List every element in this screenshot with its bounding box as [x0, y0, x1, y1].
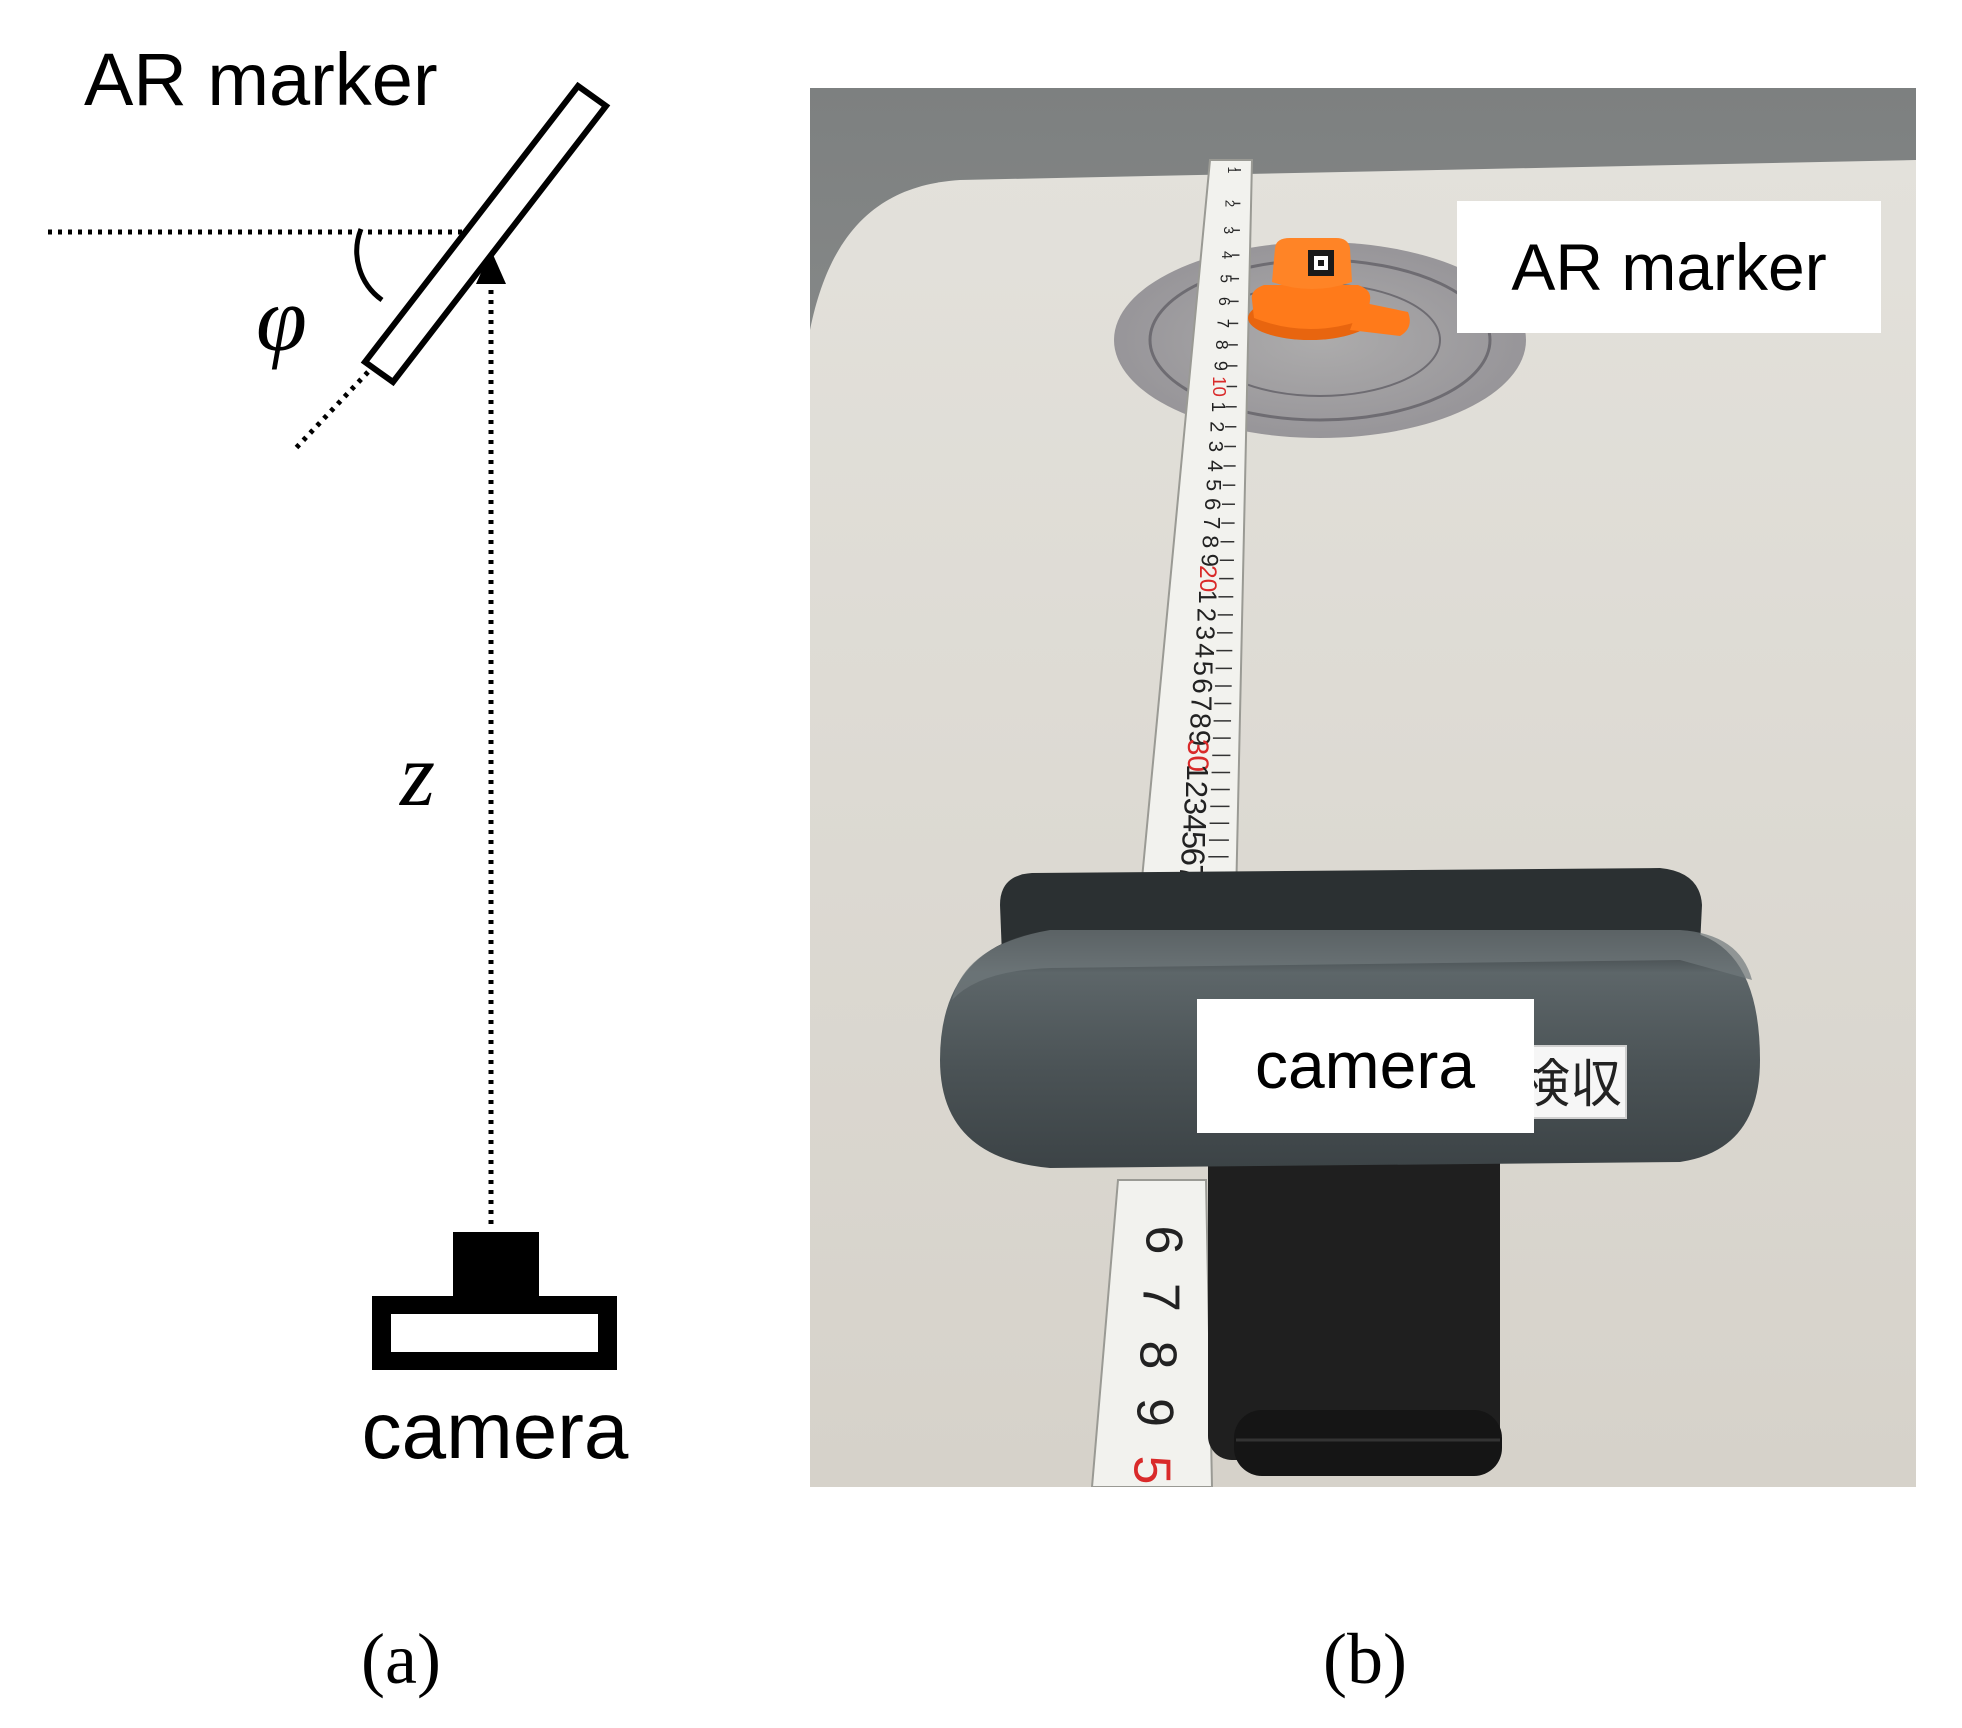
tape-digit: 2 [1223, 200, 1238, 207]
tape-digit: 6 [1187, 678, 1218, 693]
tape-digit: 2 [1192, 608, 1220, 622]
tape-digit: 6 [1200, 498, 1225, 510]
tape-lower [1090, 1179, 1214, 1487]
tape-digit: 1 [1207, 401, 1228, 412]
tape-digit: 5 [1201, 479, 1226, 491]
tape-digit: 6 [1215, 297, 1232, 306]
angle-symbol: φ [256, 268, 307, 370]
tape-digit: 3 [1204, 441, 1226, 452]
tape-lower-digit: 9 [1125, 1398, 1183, 1427]
tape-digit: 4 [1218, 251, 1234, 259]
camera-mount [1208, 1130, 1502, 1476]
tape-lower-digit: 7 [1131, 1283, 1189, 1312]
panel-a-schematic: AR marker φ z camera (a) [48, 38, 629, 1699]
angle-arc [354, 228, 384, 303]
camera-label-b: camera [1255, 1028, 1475, 1102]
tape-digit: 20 [1194, 565, 1221, 592]
tape-digit: 9 [1182, 730, 1215, 746]
tape-digit: 6 [1174, 848, 1211, 866]
tape-digit: 8 [1183, 713, 1215, 729]
tape-digit: 3 [1178, 798, 1213, 815]
tape-lower-digits: 6 7 8 9 5 [1122, 1226, 1192, 1485]
tape-lower-digit: 6 [1134, 1226, 1192, 1255]
tape-digit: 7 [1213, 319, 1232, 328]
marker-plane-extension [294, 370, 370, 450]
tape-digit: 8 [1212, 340, 1232, 350]
axis-arrowhead [476, 250, 506, 284]
tape-digit: 30 [1181, 739, 1214, 772]
tape-digit: 1 [1225, 167, 1239, 174]
distance-symbol: z [398, 726, 435, 825]
tape-digit: 2 [1205, 421, 1227, 432]
tape-digit: 3 [1221, 226, 1236, 234]
camera-label-box [1197, 999, 1534, 1133]
tape-ticks [1207, 169, 1241, 891]
ar-marker-label-b: AR marker [1511, 230, 1826, 304]
tape-digit: 10 [1209, 376, 1230, 397]
tape-digit: 4 [1203, 460, 1226, 472]
tape-digit: 5 [1175, 831, 1211, 849]
tape-digit: 4 [1177, 814, 1213, 832]
ar-marker-label-box [1457, 201, 1881, 333]
tape-lower-digit: 5 [1122, 1456, 1180, 1485]
caption-b: (b) [1323, 1619, 1407, 1699]
camera-sticker-text: 検収 [1518, 1056, 1622, 1114]
caption-a: (a) [361, 1619, 441, 1699]
tape-lower-digit: 8 [1128, 1341, 1186, 1370]
tape-digit: 9 [1211, 361, 1231, 371]
panel-b-labels: AR marker camera [1197, 201, 1881, 1133]
tape-digit: 7 [1199, 517, 1225, 530]
tape-digit: 1 [1193, 590, 1221, 604]
tape-digit: 4 [1189, 643, 1219, 658]
tape-digit: 2 [1179, 781, 1214, 798]
tape-digit: 5 [1188, 661, 1219, 676]
tape-digit: 9 [1195, 554, 1222, 567]
tape-digit: 5 [1216, 274, 1233, 283]
tape-digit: 1 [1180, 764, 1214, 781]
tape-digit: 8 [1198, 535, 1224, 548]
tape-digit: 3 [1190, 626, 1220, 641]
tape-digit: 7 [1186, 696, 1218, 712]
tape-digits: 1234567891012345678920123456789301234567… [1171, 167, 1239, 900]
ar-marker-object [1248, 238, 1410, 340]
ar-marker-board [360, 81, 611, 387]
camera-icon [372, 1232, 617, 1370]
camera-label-a: camera [362, 1386, 629, 1475]
ar-marker-label: AR marker [84, 38, 438, 121]
